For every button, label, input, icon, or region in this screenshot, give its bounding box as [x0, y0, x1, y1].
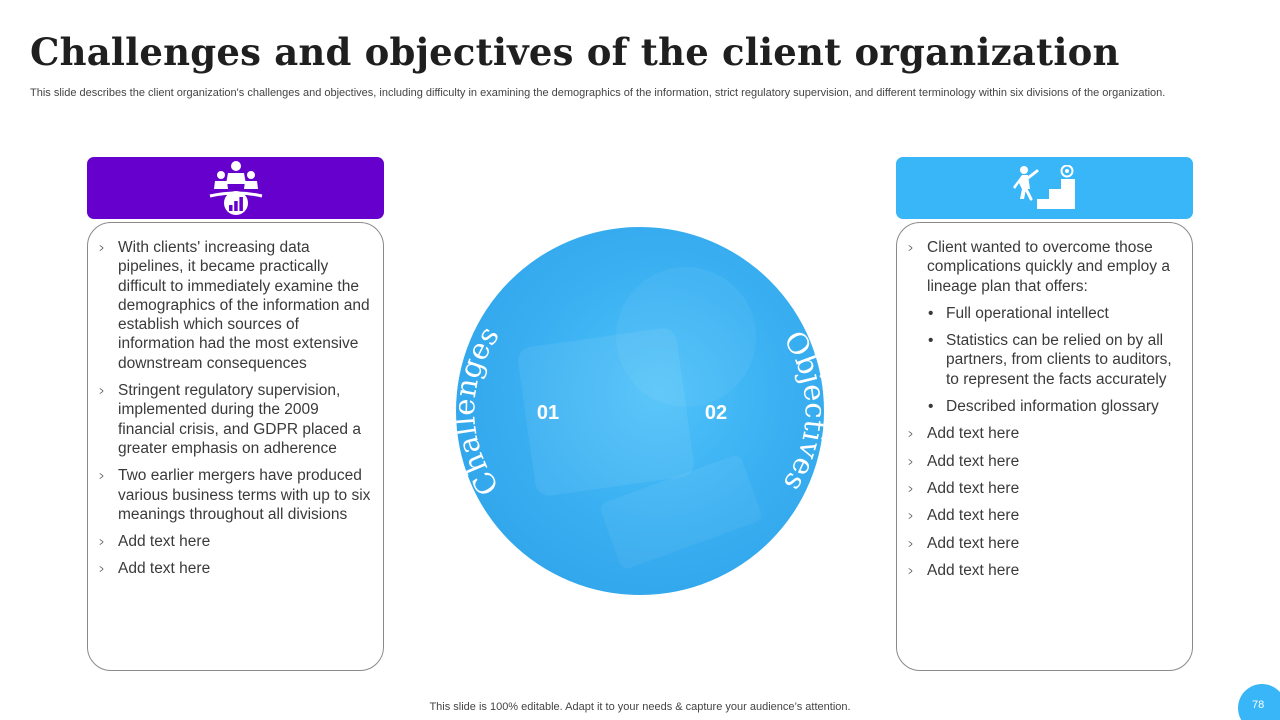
- laptop-shape: [518, 328, 694, 496]
- chevron-right-icon: >: [99, 469, 104, 484]
- number-01: 01: [537, 402, 559, 424]
- list-item: >Add text here: [907, 452, 1182, 471]
- slide-title: Challenges and objectives of the client …: [30, 30, 1120, 74]
- chevron-right-icon: >: [99, 241, 104, 255]
- list-item: >Client wanted to overcome those complic…: [908, 239, 1170, 295]
- list-item: >Add text here: [907, 534, 1182, 553]
- chevron-right-icon: >: [908, 536, 913, 551]
- chevron-right-icon: >: [908, 481, 913, 496]
- list-item: >Add text here: [907, 506, 1182, 525]
- list-item: >Stringent regulatory supervision, imple…: [99, 382, 361, 457]
- chevron-right-icon: >: [908, 563, 913, 578]
- chevron-right-icon: >: [908, 427, 913, 442]
- list-item: >Add text here: [907, 561, 1182, 580]
- challenges-content-box: >With clients' increasing data pipelines…: [87, 222, 384, 671]
- center-circle: Challenges Objectives 01 02: [456, 227, 824, 595]
- challenges-circle-label: Challenges: [456, 320, 506, 502]
- chevron-right-icon: >: [99, 562, 104, 577]
- number-02: 02: [705, 402, 727, 424]
- chevron-right-icon: >: [908, 454, 913, 469]
- list-item: >Add text here: [907, 424, 1182, 443]
- chevron-right-icon: >: [908, 509, 913, 524]
- chevron-right-icon: >: [99, 535, 104, 550]
- bullet-item: •Full operational intellect: [928, 304, 1109, 322]
- meeting-people-chart-icon: [209, 161, 262, 215]
- list-item: >With clients' increasing data pipelines…: [99, 239, 370, 372]
- circle-graphic: Challenges Objectives 01 02: [456, 267, 824, 569]
- challenges-header: [87, 157, 384, 219]
- slide-footer: This slide is 100% editable. Adapt it to…: [429, 701, 851, 713]
- background-blob: [616, 267, 756, 407]
- list-item: >Add text here: [98, 532, 373, 551]
- chevron-right-icon: >: [99, 384, 104, 399]
- list-item: >Two earlier mergers have produced vario…: [99, 467, 371, 523]
- objectives-circle-label: Objectives: [777, 325, 824, 498]
- slide-subtitle: This slide describes the client organiza…: [30, 87, 1166, 99]
- person-climbing-stairs-target-icon: [1012, 165, 1075, 209]
- bullet-item: •Described information glossary: [928, 398, 1159, 416]
- objectives-content-box: >Client wanted to overcome those complic…: [896, 222, 1193, 671]
- bullet-item: •Statistics can be relied on by all part…: [928, 332, 1172, 388]
- keyboard-shape: [600, 455, 762, 569]
- list-item: >Add text here: [98, 559, 373, 578]
- list-item: >Add text here: [907, 479, 1182, 498]
- chevron-right-icon: >: [908, 241, 913, 255]
- objectives-header: [896, 157, 1193, 219]
- page-number-badge: 78: [1238, 684, 1280, 720]
